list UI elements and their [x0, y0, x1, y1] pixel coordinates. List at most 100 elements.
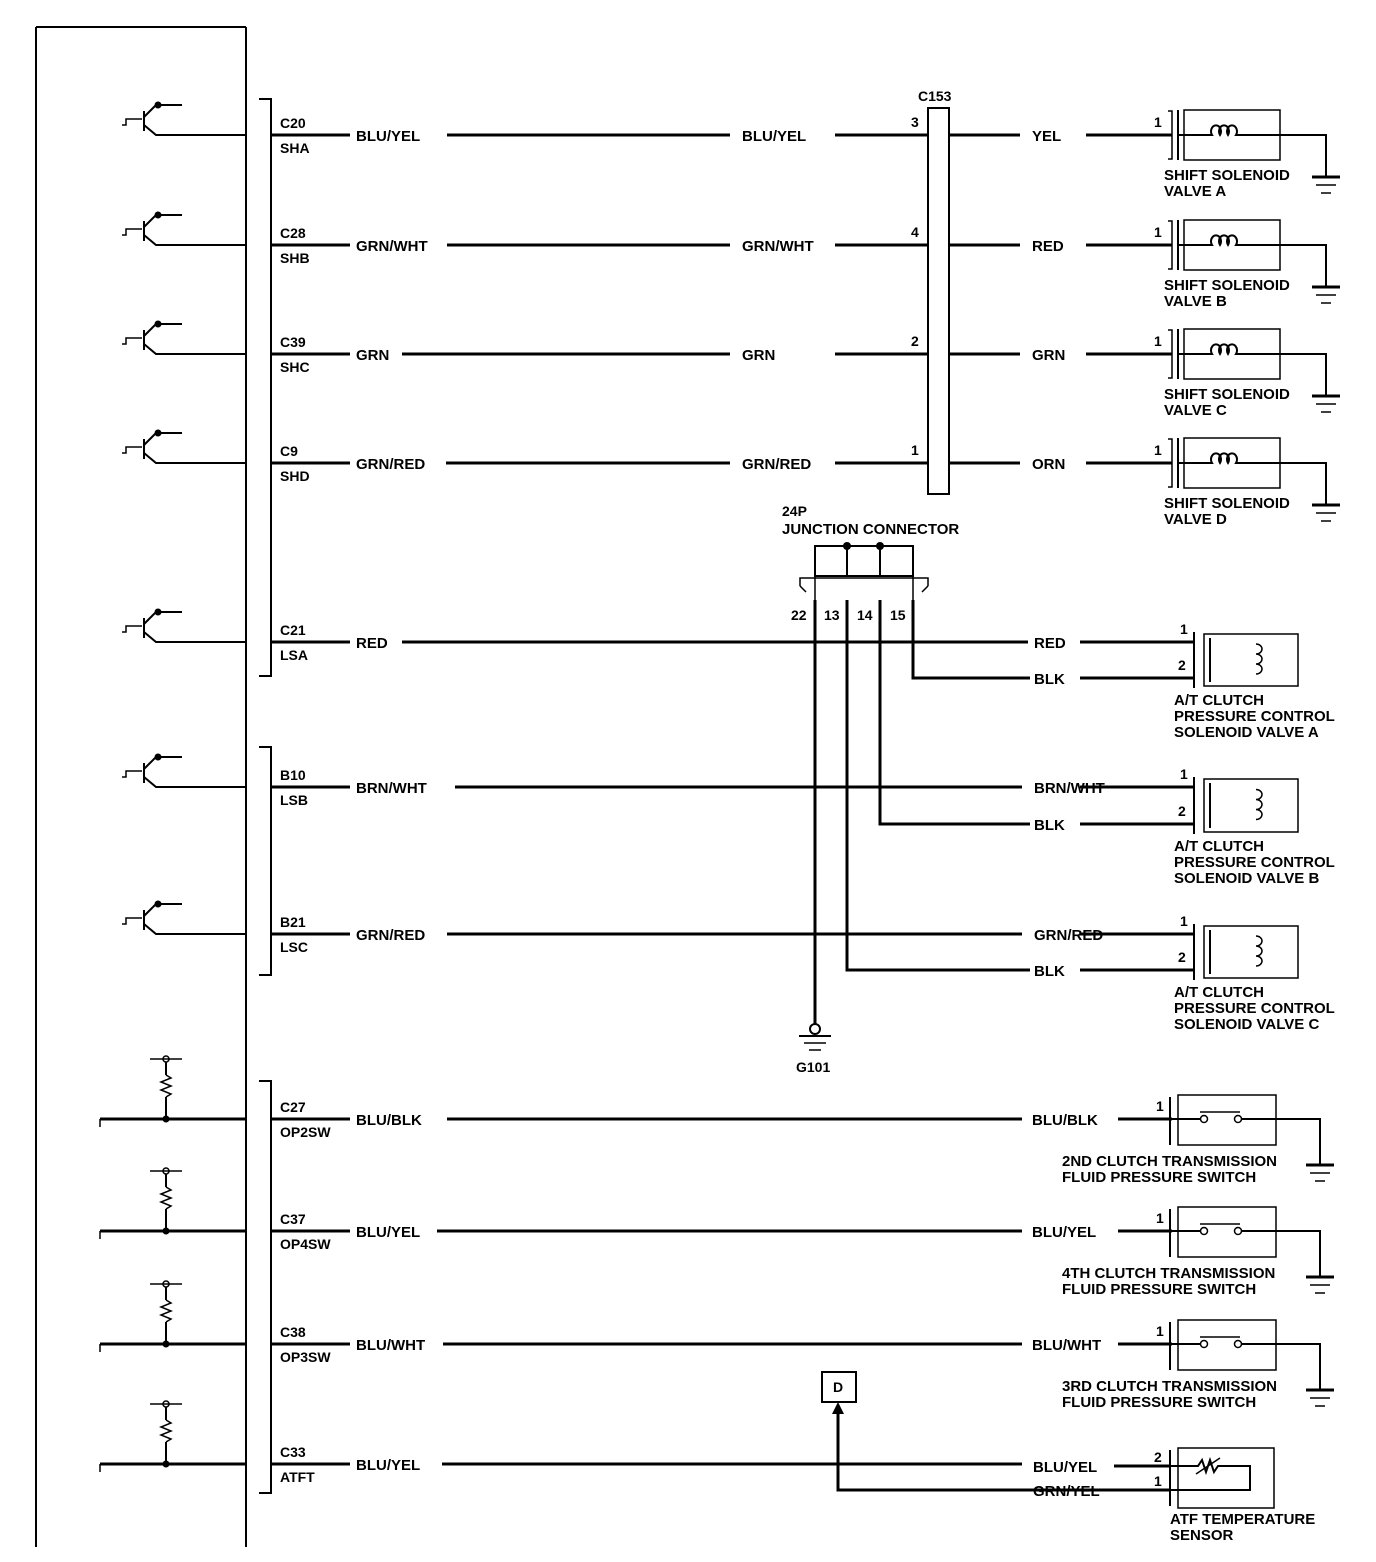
solenoid-caption: A/T CLUTCH	[1174, 692, 1264, 709]
wire-color-label: GRN	[1032, 347, 1065, 364]
c153-connector: C153	[918, 88, 952, 495]
solenoid-caption: SHIFT SOLENOID	[1164, 495, 1290, 512]
ecm-internal-symbols	[99, 101, 246, 1472]
wire-color-label: GRN	[742, 347, 775, 364]
solenoid-caption: PRESSURE CONTROL	[1174, 1000, 1335, 1017]
ecm-signal-name: SHC	[280, 359, 310, 375]
wire-color-label: BLU/WHT	[356, 1337, 425, 1354]
c153-pin-number: 4	[911, 224, 919, 240]
solenoid-pin-number: 1	[1154, 442, 1162, 458]
solenoid-caption: PRESSURE CONTROL	[1174, 708, 1335, 725]
atf-caption-1: ATF TEMPERATURE	[1170, 1511, 1315, 1528]
solenoid-pin-number: 2	[1178, 949, 1186, 965]
wire-color-label: GRN/RED	[742, 456, 811, 473]
ecm-pin-number: C39	[280, 334, 306, 350]
ecm-pin-number: C28	[280, 225, 306, 241]
ecm-pin-number: C20	[280, 115, 306, 131]
wire-color-label: BRN/WHT	[1034, 780, 1105, 797]
wire-color-label: RED	[1034, 635, 1066, 652]
solenoid-pin-number: 2	[1178, 657, 1186, 673]
wire-color-label: BLU/YEL	[356, 128, 420, 145]
wire-color-label: BLK	[1034, 817, 1065, 834]
solenoid-caption: SHIFT SOLENOID	[1164, 167, 1290, 184]
wire-color-label: GRN/WHT	[356, 238, 428, 255]
g101-ground: G101	[796, 1023, 831, 1075]
switch-caption: 2ND CLUTCH TRANSMISSION	[1062, 1153, 1277, 1170]
solenoid-pin-number: 1	[1154, 114, 1162, 130]
ecm-signal-name: OP4SW	[280, 1236, 331, 1252]
transistor-symbol	[122, 211, 246, 246]
switch-pin-number: 1	[1156, 1098, 1164, 1114]
ecm-pin-number: C33	[280, 1444, 306, 1460]
transistor-symbol	[122, 608, 246, 643]
g101-label: G101	[796, 1059, 830, 1075]
switch-pin-number: 1	[1156, 1210, 1164, 1226]
switch-caption: FLUID PRESSURE SWITCH	[1062, 1394, 1256, 1411]
solenoid-caption: SOLENOID VALVE B	[1174, 870, 1319, 887]
solenoid-caption: VALVE C	[1164, 402, 1227, 419]
wire-color-label: BLK	[1034, 963, 1065, 980]
atf-wire2-label: BLU/YEL	[1033, 1459, 1097, 1476]
transistor-symbol	[122, 900, 246, 935]
harness-wires	[271, 133, 1030, 1466]
d-connector-label: D	[833, 1379, 843, 1395]
wire-color-label: BLU/YEL	[356, 1224, 420, 1241]
junction-pin-number: 15	[890, 607, 906, 623]
wire-color-label: GRN/RED	[356, 927, 425, 944]
wire-color-label: BLU/BLK	[1032, 1112, 1098, 1129]
solenoid-caption: SHIFT SOLENOID	[1164, 277, 1290, 294]
switch-caption: FLUID PRESSURE SWITCH	[1062, 1169, 1256, 1186]
transistor-symbol	[122, 753, 246, 788]
wire-color-label: YEL	[1032, 128, 1061, 145]
junction-pin-number: 14	[857, 607, 873, 623]
switch-pin-number: 1	[1156, 1323, 1164, 1339]
atf-temperature-sensor: BLU/YEL GRN/YEL 2 1 ATF TEMPERATURE SENS…	[1033, 1447, 1315, 1544]
solenoid-caption: SHIFT SOLENOID	[1164, 386, 1290, 403]
ecm-pin-number: C37	[280, 1211, 306, 1227]
ecm-signal-name: OP2SW	[280, 1124, 331, 1140]
wire-color-label: GRN/WHT	[742, 238, 814, 255]
wire-color-label: BRN/WHT	[356, 780, 427, 797]
ecm-pin-number: C27	[280, 1099, 306, 1115]
wire-color-label: BLU/YEL	[742, 128, 806, 145]
solenoid-pin-number: 1	[1180, 621, 1188, 637]
pullup-resistor-symbol	[99, 1055, 246, 1127]
pullup-resistor-symbol	[99, 1400, 246, 1472]
ecm-pin-labels: C20SHABLU/YELC28SHBGRN/WHTC39SHCGRNC9SHD…	[280, 115, 428, 1485]
wire-blk-b	[878, 600, 1030, 826]
wire-color-label: GRN	[356, 347, 389, 364]
c153-pin-number: 2	[911, 333, 919, 349]
solenoid-caption: SOLENOID VALVE C	[1174, 1016, 1319, 1033]
wire-blk-c	[845, 600, 1030, 972]
junction-label-1: 24P	[782, 503, 807, 519]
solenoid-pin-number: 1	[1154, 333, 1162, 349]
wire-color-label: RED	[356, 635, 388, 652]
ecm-signal-name: SHD	[280, 468, 310, 484]
junction-connector: 24P JUNCTION CONNECTOR	[782, 503, 959, 600]
ecm-pin-number: B10	[280, 767, 306, 783]
ecm-signal-name: SHB	[280, 250, 310, 266]
atf-pin2: 2	[1154, 1449, 1162, 1465]
switch-caption: FLUID PRESSURE SWITCH	[1062, 1281, 1256, 1298]
wire-color-label: BLU/YEL	[1032, 1224, 1096, 1241]
c153-pin-number: 3	[911, 114, 919, 130]
ecm-signal-name: LSB	[280, 792, 308, 808]
ecm-signal-name: ATFT	[280, 1469, 315, 1485]
wire-color-label: BLK	[1034, 671, 1065, 688]
ecm-connector-brackets	[259, 98, 272, 1494]
atf-pin1: 1	[1154, 1473, 1162, 1489]
ecm-signal-name: LSA	[280, 647, 308, 663]
ecm-signal-name: OP3SW	[280, 1349, 331, 1365]
solenoid-pin-number: 2	[1178, 803, 1186, 819]
solenoid-caption: VALVE D	[1164, 511, 1227, 528]
junction-pin-number: 22	[791, 607, 807, 623]
